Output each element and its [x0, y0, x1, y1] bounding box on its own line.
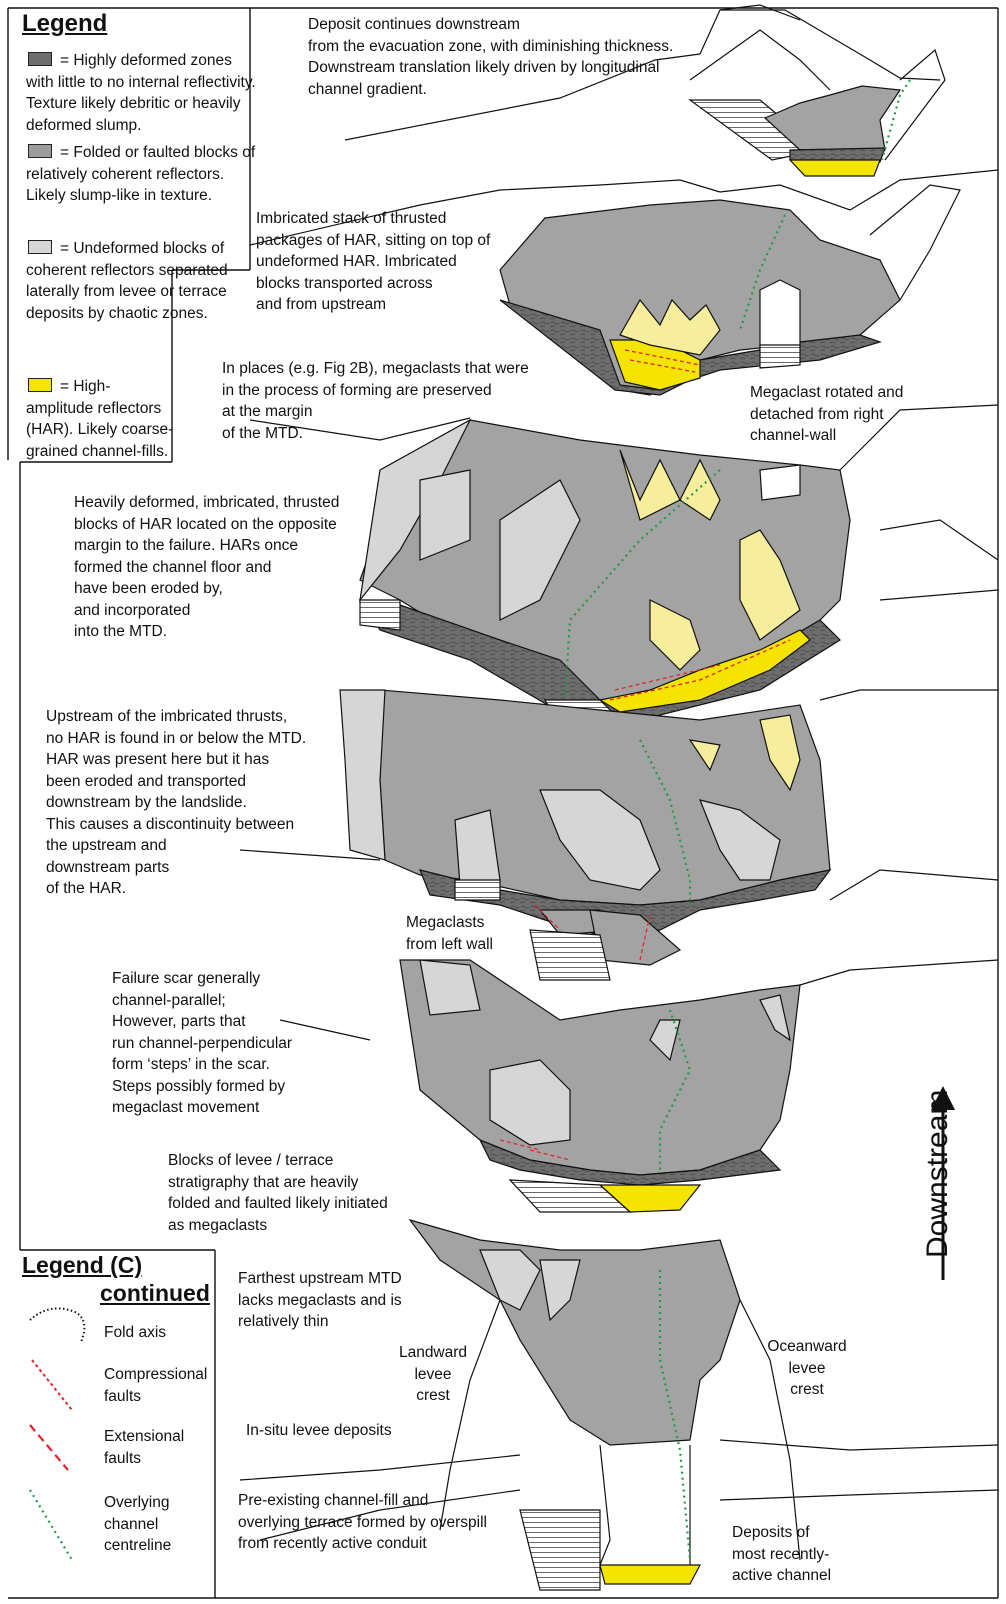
- legend-c-symbols: [30, 1308, 84, 1560]
- legend-panel: Legend = Highly deformed zones with litt…: [8, 8, 248, 460]
- undeformed-swatch: [28, 240, 52, 254]
- annotation-in-situ-levee: In-situ levee deposits: [246, 1420, 392, 1442]
- legend-item-slump: = Folded or faulted blocks of relatively…: [26, 142, 258, 207]
- chaotic-swatch: [28, 52, 52, 66]
- slice-3-thrusted-har: [250, 405, 998, 726]
- annotation-imbricated-stack: Imbricated stack of thrusted packages of…: [256, 208, 490, 316]
- annotation-heavily-deformed: Heavily deformed, imbricated, thrusted b…: [74, 492, 339, 643]
- annotation-farthest-upstream: Farthest upstream MTD lacks megaclasts a…: [238, 1268, 402, 1333]
- annotation-oceanward-levee: Oceanward levee crest: [760, 1336, 854, 1401]
- legend-c-compressional: Compressional faults: [104, 1364, 207, 1407]
- annotation-failure-scar: Failure scar generally channel-parallel;…: [112, 968, 292, 1119]
- annotation-megaclasts-left-wall: Megaclasts from left wall: [406, 912, 493, 955]
- annotation-deposit-downstream: Deposit continues downstream from the ev…: [308, 14, 673, 100]
- legend-c-title: Legend (C): [22, 1252, 142, 1279]
- slump-swatch: [28, 144, 52, 158]
- legend-c-centreline: Overlying channel centreline: [104, 1492, 171, 1557]
- extensional-fault-symbol: [30, 1425, 68, 1470]
- annotation-recent-channel-deposits: Deposits of most recently- active channe…: [732, 1522, 831, 1587]
- annotation-in-places: In places (e.g. Fig 2B), megaclasts that…: [222, 358, 529, 444]
- annotation-megaclast-rotated: Megaclast rotated and detached from righ…: [750, 382, 903, 447]
- fold-axis-symbol: [30, 1308, 84, 1342]
- legend-item-undeformed: = Undeformed blocks of coherent reflecto…: [26, 238, 258, 324]
- annotation-upstream-thrusts: Upstream of the imbricated thrusts, no H…: [46, 706, 306, 900]
- legend-c-extensional: Extensional faults: [104, 1426, 184, 1469]
- annotation-landward-levee: Landward levee crest: [390, 1342, 476, 1407]
- legend-item-har: = High-amplitude reflectors (HAR). Likel…: [26, 376, 176, 462]
- downstream-label: Downstream: [918, 1098, 958, 1258]
- legend-item-chaotic: = Highly deformed zones with little to n…: [26, 50, 258, 136]
- har-swatch: [28, 378, 52, 392]
- annotation-blocks-levee: Blocks of levee / terrace stratigraphy t…: [168, 1150, 388, 1236]
- compressional-fault-symbol: [32, 1360, 72, 1410]
- slice-4-upstream-thrusts: [240, 690, 998, 980]
- centreline-symbol: [30, 1490, 72, 1560]
- legend-c-fold-axis: Fold axis: [104, 1322, 166, 1344]
- legend-c-subtitle: continued: [100, 1280, 210, 1307]
- annotation-pre-existing-channel-fill: Pre-existing channel-fill and overlying …: [238, 1490, 487, 1555]
- legend-title: Legend: [22, 10, 107, 38]
